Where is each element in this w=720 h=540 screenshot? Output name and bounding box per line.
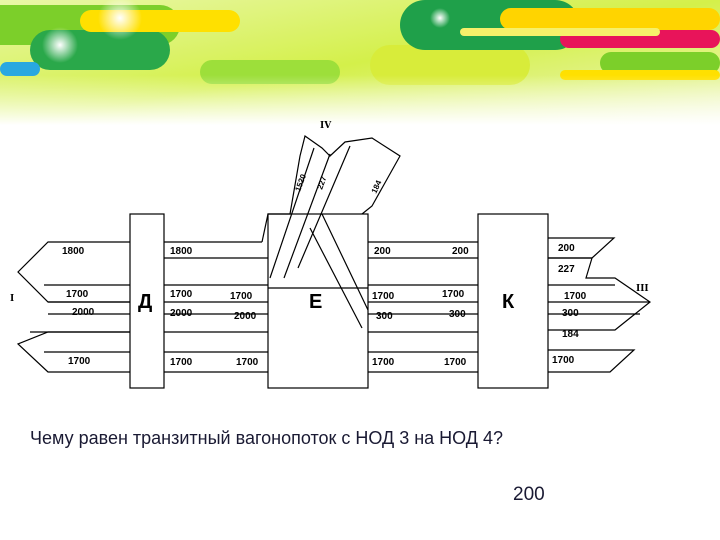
- flow-right-300: 300: [562, 308, 579, 319]
- flow-left-top: 1800: [62, 246, 85, 257]
- flow-de-bot-a: 1700: [170, 357, 193, 368]
- flow-ek-bot-a: 1700: [372, 357, 395, 368]
- answer-text: 200: [513, 484, 545, 505]
- question-text: Чему равен транзитный вагонопоток с НОД …: [30, 428, 503, 448]
- flow-de-bot-b: 1700: [236, 357, 259, 368]
- direction-i-label: I: [10, 294, 14, 304]
- decorative-header-banner: [0, 0, 720, 125]
- flow-iv-1: 1520: [293, 172, 308, 192]
- flow-left-mid1: 1700: [66, 289, 89, 300]
- node-d-label: Д: [138, 291, 152, 313]
- flow-ek-mid1-a: 1700: [372, 291, 395, 302]
- flow-ek-bot-b: 1700: [444, 357, 467, 368]
- flow-ek-mid1-b: 1700: [442, 289, 465, 300]
- flow-iv-3: 184: [370, 178, 384, 194]
- direction-iii-label: III: [636, 284, 649, 294]
- node-d-box: [129, 213, 165, 389]
- flow-right-184: 184: [562, 329, 579, 340]
- flow-left-bot: 1700: [68, 356, 91, 367]
- flow-left-mid2: 2000: [72, 307, 95, 318]
- direction-iv-label: IV: [320, 121, 332, 131]
- flow-de-mid2-b: 2000: [234, 311, 257, 322]
- flow-de-mid1-b: 1700: [230, 291, 253, 302]
- flow-right-1700: 1700: [564, 291, 587, 302]
- flow-ek-top-b: 200: [452, 246, 469, 257]
- node-k-box: [477, 213, 549, 389]
- wagon-flow-diagram: Д Е К I III IV 1800 1700 2000 1700 1800 …: [10, 121, 652, 389]
- flow-ek-mid2-b: 300: [449, 309, 466, 320]
- node-k-label: К: [502, 291, 515, 313]
- flow-ek-top-a: 200: [374, 246, 391, 257]
- flow-de-mid2-a: 2000: [170, 308, 193, 319]
- flow-right-bot: 1700: [552, 355, 575, 366]
- node-e-label: Е: [309, 291, 322, 313]
- flow-right-227: 227: [558, 264, 575, 275]
- flow-ek-mid2-a: 300: [376, 311, 393, 322]
- flow-iv-2: 227: [315, 175, 328, 191]
- flow-de-top: 1800: [170, 246, 193, 257]
- flow-de-mid1-a: 1700: [170, 289, 193, 300]
- flow-right-top: 200: [558, 243, 575, 254]
